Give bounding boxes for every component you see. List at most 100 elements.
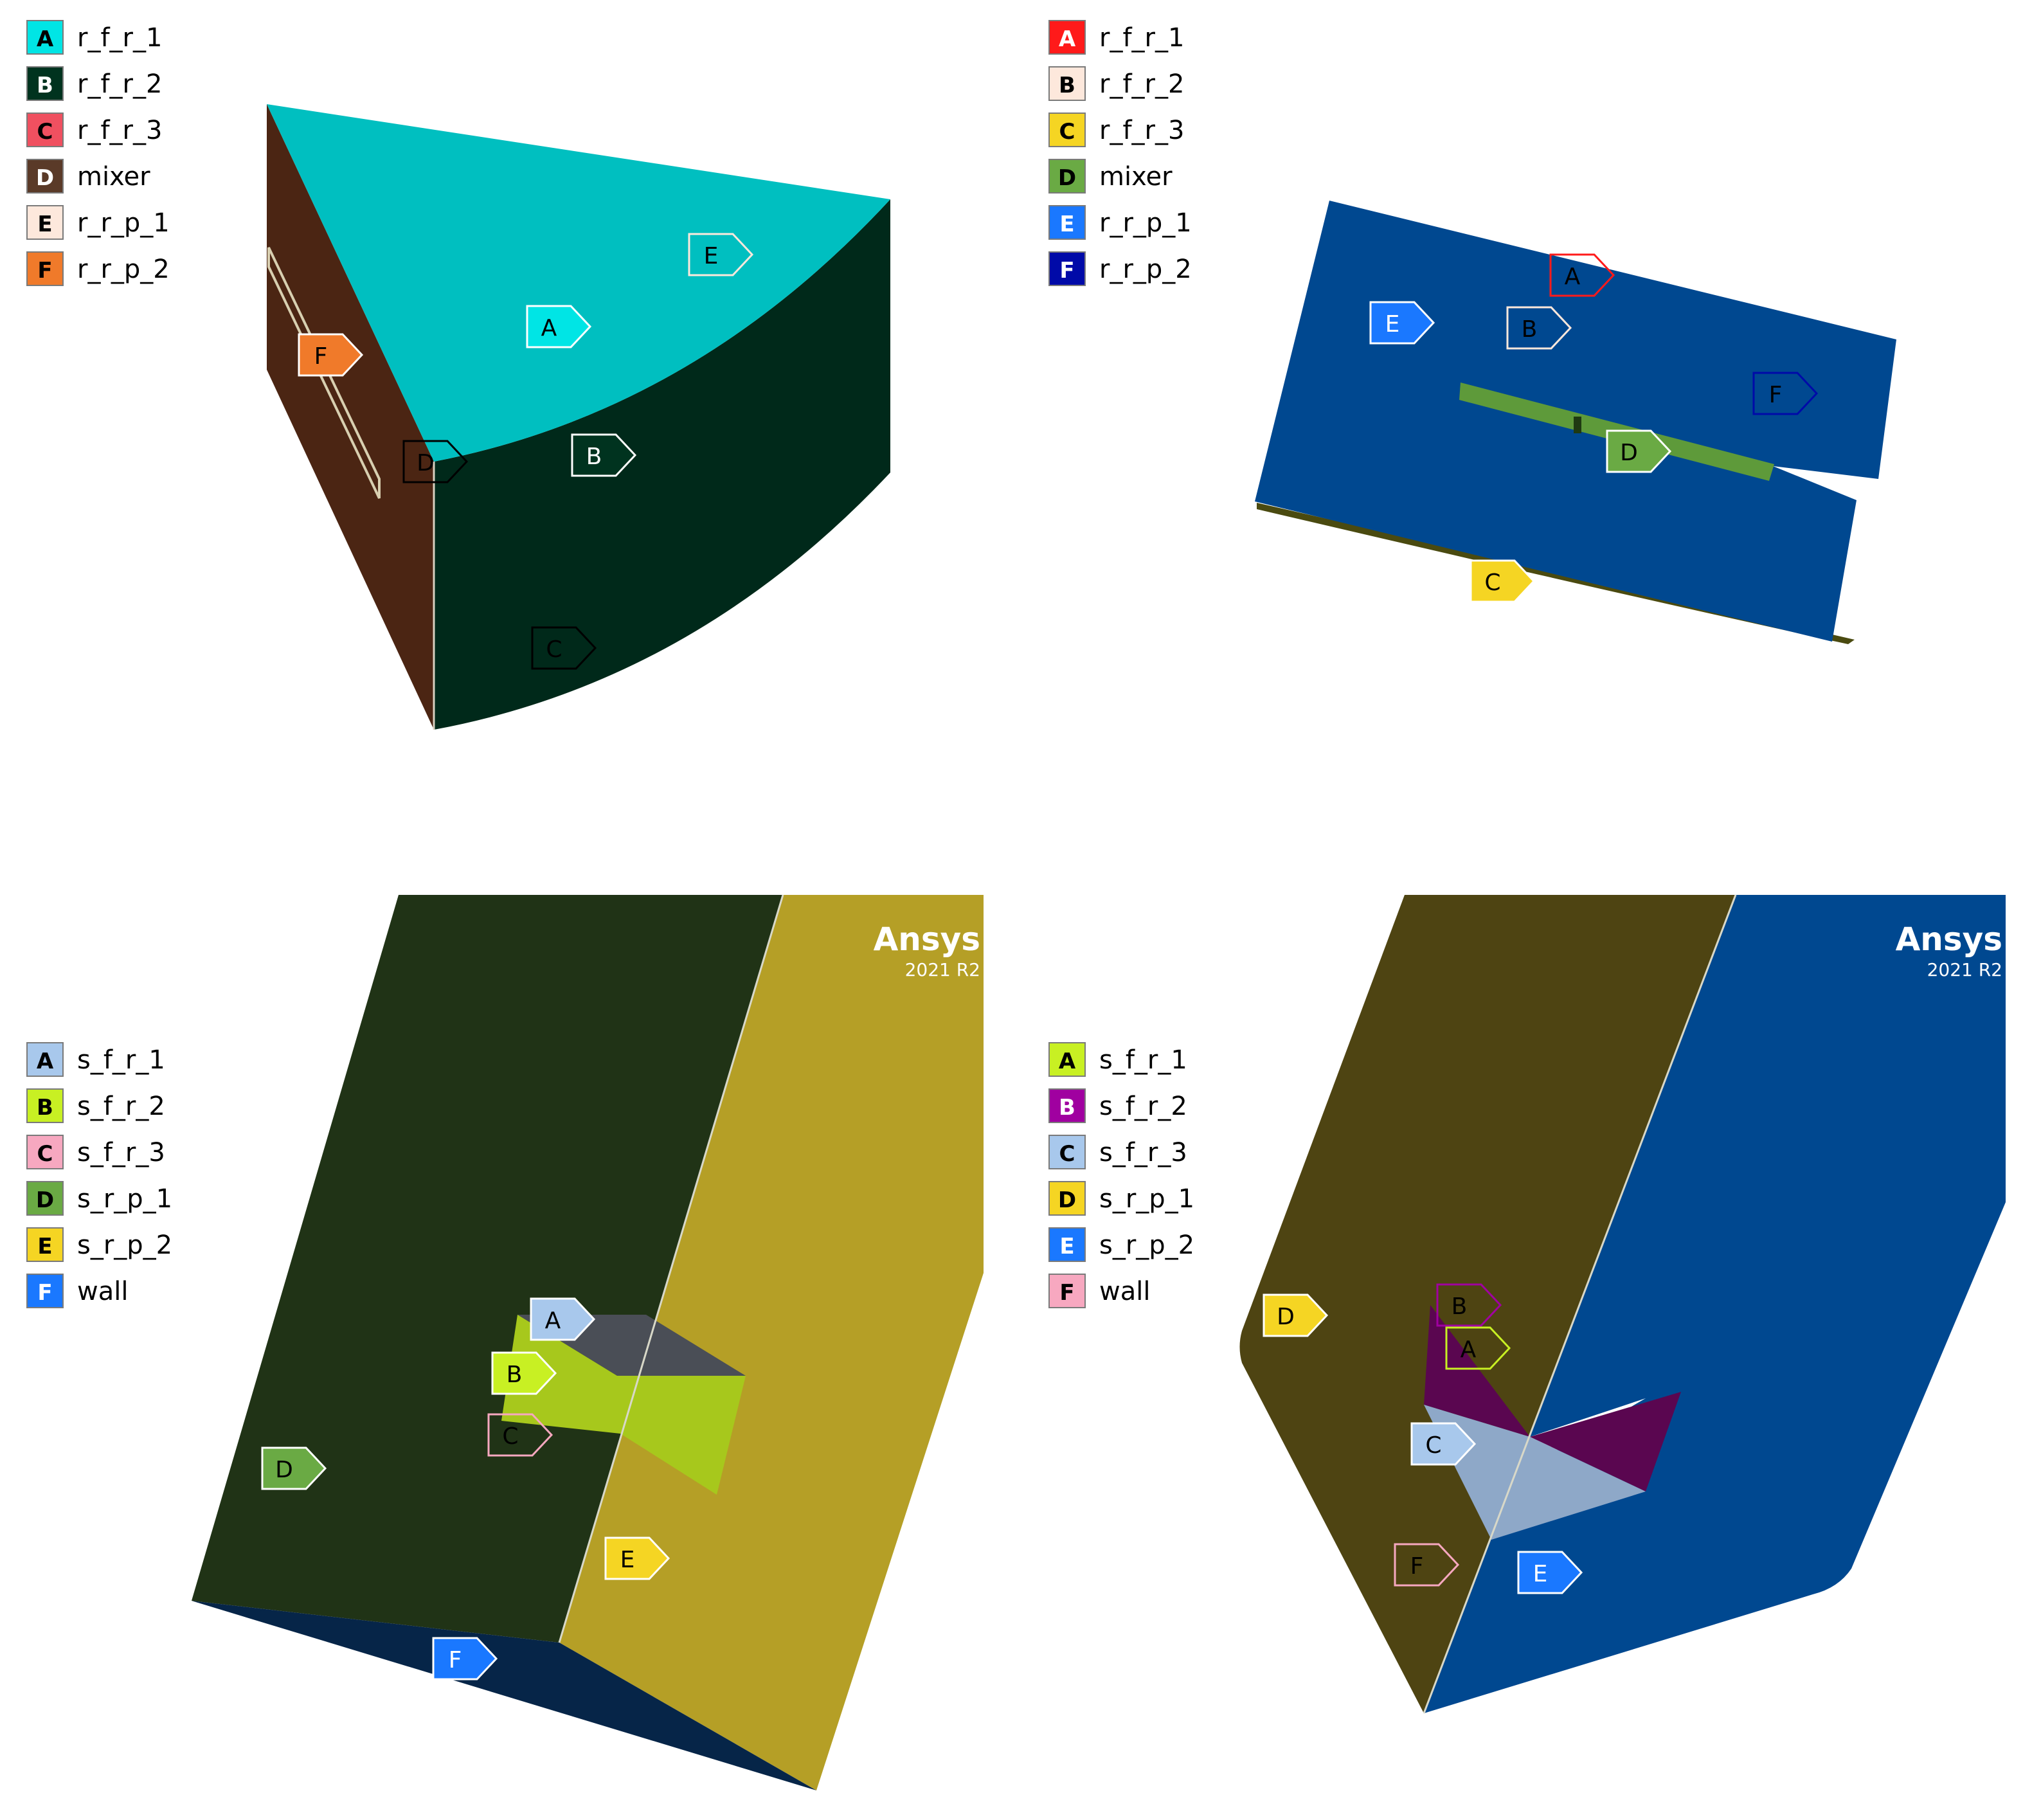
tag-letter: E <box>704 243 719 269</box>
surface-left-face <box>192 895 783 1643</box>
legend-label: s_r_p_2 <box>1099 1230 1194 1260</box>
legend-letter: D <box>1058 1187 1076 1213</box>
svg-text:Ansys: Ansys <box>1896 921 2002 958</box>
legend-letter: E <box>1059 1234 1074 1259</box>
legend-label: s_f_r_2 <box>1099 1092 1187 1121</box>
legend-letter: B <box>1059 73 1075 98</box>
region-tag: B <box>571 433 637 477</box>
legend-letter: C <box>37 1141 53 1167</box>
tag-letter: C <box>502 1423 518 1450</box>
legend-label: r_f_r_1 <box>1099 23 1184 53</box>
region-tag: A <box>1549 253 1615 297</box>
legend-letter: B <box>1059 1095 1075 1121</box>
legend-label: s_r_p_2 <box>77 1230 172 1260</box>
legend-swatch <box>26 1274 64 1308</box>
legend-swatch <box>26 251 64 286</box>
legend-letter: B <box>37 73 53 98</box>
tag-shape <box>1752 372 1819 415</box>
region-tag: C <box>531 626 597 670</box>
legend-label: r_r_p_1 <box>77 208 170 238</box>
legend-letter: D <box>1058 165 1076 191</box>
tag-letter: A <box>545 1308 561 1334</box>
tag-shape <box>261 1446 327 1490</box>
legend-label: s_f_r_1 <box>77 1045 165 1075</box>
tag-letter: E <box>1385 311 1400 338</box>
region-tag: E <box>604 1536 670 1580</box>
tags-top-left: A B C D E F <box>298 233 754 670</box>
legend-swatch <box>26 159 64 194</box>
region-tag: C <box>1470 559 1536 603</box>
surface-insert <box>501 1315 746 1495</box>
svg-text:2021 R2: 2021 R2 <box>1927 959 2002 980</box>
tag-letter: D <box>417 450 435 476</box>
geometry-rotor-fluid <box>267 104 890 730</box>
legend-swatch <box>26 20 64 55</box>
legend-label: s_f_r_3 <box>1099 1138 1187 1167</box>
legend-label: s_f_r_1 <box>1099 1045 1187 1075</box>
legend-letter: D <box>36 1187 54 1213</box>
tags-top-right: AB C D E F <box>1369 253 1819 603</box>
region-tag: A <box>526 305 592 348</box>
surface-purple-upper <box>1424 1305 1530 1437</box>
tag-letter: A <box>541 315 557 341</box>
legend-letter: E <box>1059 212 1074 237</box>
legend-letter: E <box>37 212 52 237</box>
tag-letter: C <box>1425 1432 1441 1459</box>
legend-label: s_r_p_1 <box>1099 1184 1194 1214</box>
legend-letter: F <box>1059 258 1074 284</box>
legend-label: s_f_r_2 <box>77 1092 165 1121</box>
tag-shape <box>1369 301 1435 345</box>
region-tag: F <box>1752 372 1819 415</box>
legend-swatch <box>26 1042 64 1077</box>
legend-letter: A <box>37 26 54 52</box>
legend-swatch <box>26 1181 64 1216</box>
legend-label: wall <box>1099 1277 1150 1306</box>
region-tag: F <box>432 1637 498 1680</box>
region-tag: E <box>1517 1551 1583 1594</box>
tag-shape <box>487 1413 553 1457</box>
tag-letter: D <box>1620 440 1638 466</box>
legend-swatch <box>1048 251 1086 286</box>
svg-text:Ansys: Ansys <box>874 921 980 958</box>
edge-line <box>558 894 784 1643</box>
mixer-slot <box>267 247 381 499</box>
legend-label: r_r_p_1 <box>1099 208 1192 238</box>
legend-swatch <box>1048 1042 1086 1077</box>
tag-shape <box>1517 1551 1583 1594</box>
tag-letter: B <box>507 1362 523 1388</box>
region-tag: A <box>530 1297 596 1341</box>
legend-swatch <box>1048 66 1086 101</box>
region-tag: B <box>1506 306 1572 350</box>
logo-ansys: Ansys 2021 R2 <box>1896 921 2002 980</box>
tag-letter: F <box>314 343 328 370</box>
tag-letter: D <box>1277 1304 1295 1330</box>
tag-letter: A <box>1565 264 1581 290</box>
legend-label: r_f_r_1 <box>77 23 162 53</box>
legend-label: r_f_r_3 <box>1099 116 1184 145</box>
geometry-stator-right <box>1239 894 2006 1714</box>
legend-swatch <box>26 1135 64 1169</box>
legend-label: mixer <box>77 162 150 192</box>
tag-letter: B <box>586 444 602 470</box>
legend-label: s_r_p_1 <box>77 1184 172 1214</box>
tag-letter: F <box>449 1647 462 1673</box>
region-tag: F <box>1394 1543 1460 1587</box>
tag-letter: C <box>1484 570 1500 596</box>
